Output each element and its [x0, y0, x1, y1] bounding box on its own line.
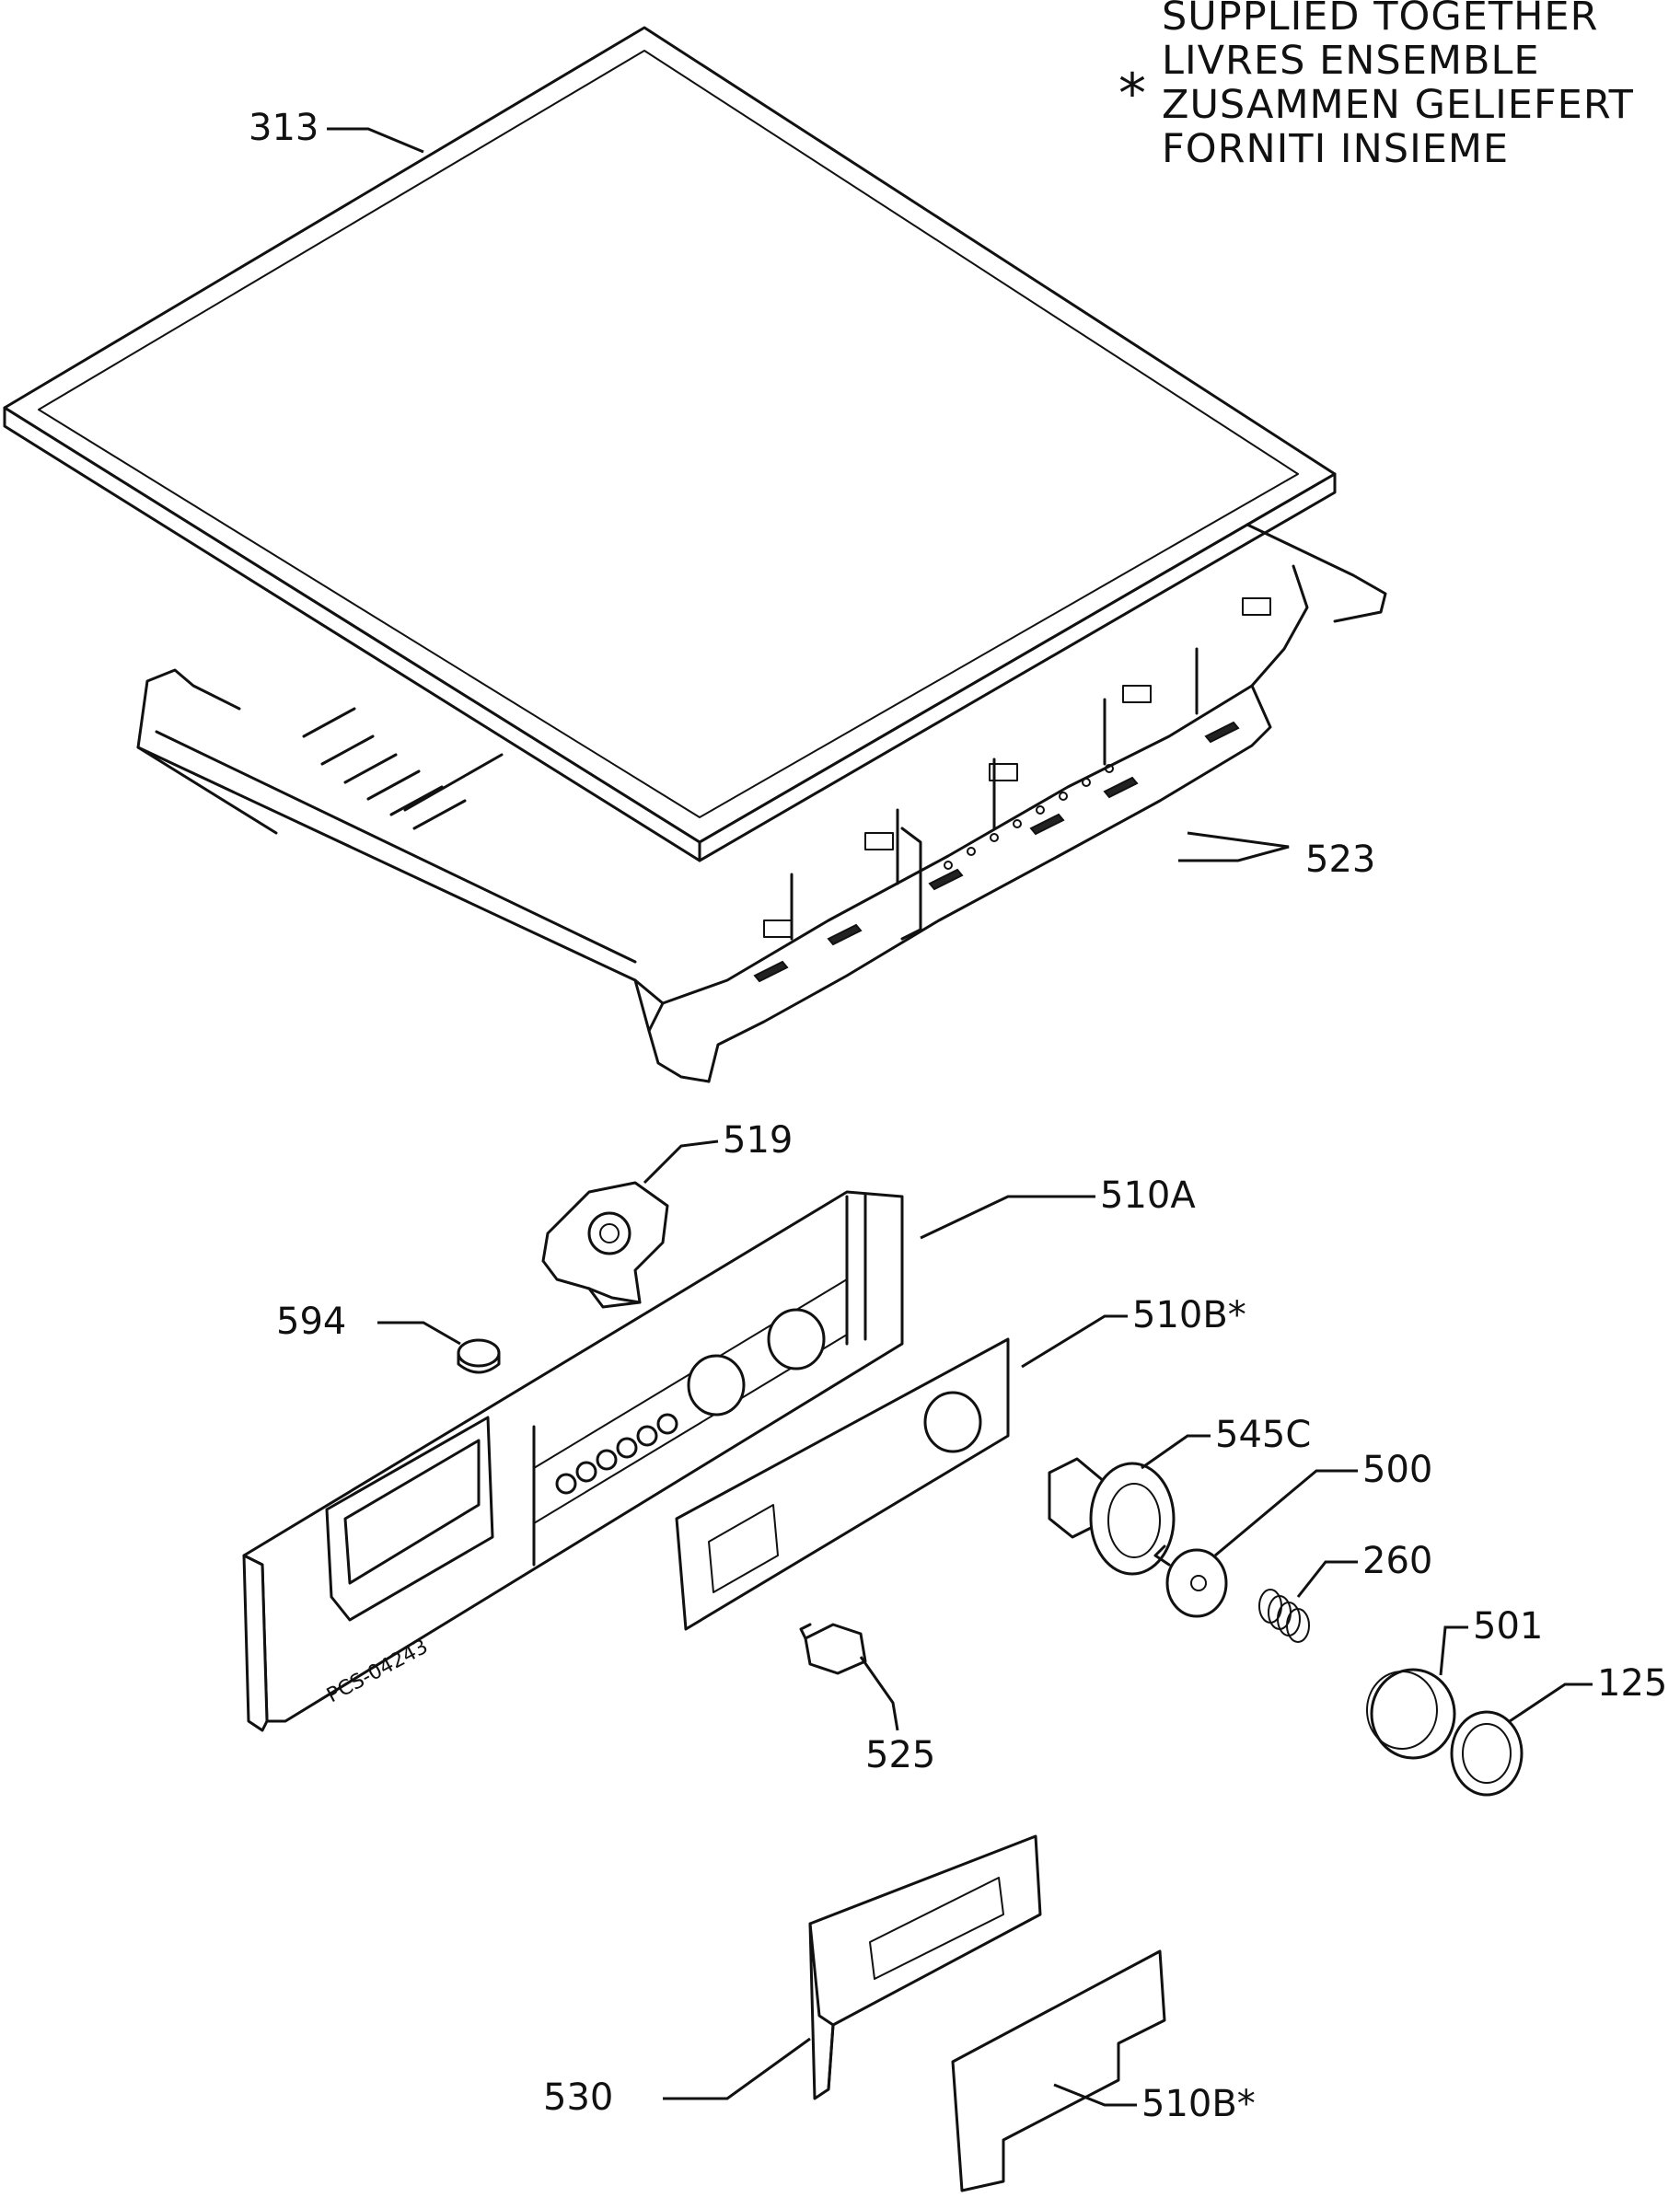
label-594: 594 — [276, 1301, 346, 1343]
top-frame-523 — [136, 523, 1387, 1083]
label-525: 525 — [865, 1734, 935, 1776]
label-510A: 510A — [1100, 1174, 1196, 1217]
knob-594 — [457, 1338, 501, 1374]
legend-line-de: ZUSAMMEN GELIEFERT — [1162, 82, 1634, 128]
part-labels: 313 523 519 510A 594 510B* 545C 500 260 … — [249, 107, 1667, 2125]
handle-overlay-510B-lower — [951, 1949, 1166, 2192]
label-519: 519 — [723, 1119, 793, 1162]
label-125: 125 — [1597, 1662, 1667, 1705]
label-510B-upper: 510B* — [1132, 1294, 1246, 1336]
label-510B-lower: 510B* — [1141, 2083, 1256, 2125]
panel-overlay-510B-upper — [675, 1337, 1010, 1631]
label-501: 501 — [1473, 1605, 1543, 1648]
spring-260 — [1258, 1589, 1310, 1643]
drawer-handle-530 — [808, 1834, 1042, 2100]
label-500: 500 — [1362, 1449, 1432, 1491]
label-313: 313 — [249, 107, 319, 149]
worktop-lid-313 — [3, 26, 1337, 862]
bracket-519 — [541, 1181, 669, 1309]
legend-line-fr: LIVRES ENSEMBLE — [1162, 38, 1540, 84]
label-530: 530 — [543, 2076, 613, 2119]
ring-125 — [1450, 1710, 1524, 1797]
knob-501 — [1366, 1668, 1456, 1760]
leader-lines — [327, 127, 1593, 2107]
cam-500 — [1153, 1544, 1228, 1618]
legend-line-en: SUPPLIED TOGETHER — [1162, 0, 1598, 40]
timer-545C — [1048, 1457, 1176, 1576]
supplied-together-legend: * SUPPLIED TOGETHER LIVRES ENSEMBLE ZUSA… — [1118, 0, 1634, 172]
legend-asterisk: * — [1118, 62, 1146, 126]
label-260: 260 — [1362, 1540, 1432, 1582]
legend-line-it: FORNITI INSIEME — [1162, 126, 1509, 172]
label-545C: 545C — [1215, 1414, 1311, 1456]
label-523: 523 — [1305, 838, 1375, 881]
switch-525 — [799, 1623, 867, 1675]
